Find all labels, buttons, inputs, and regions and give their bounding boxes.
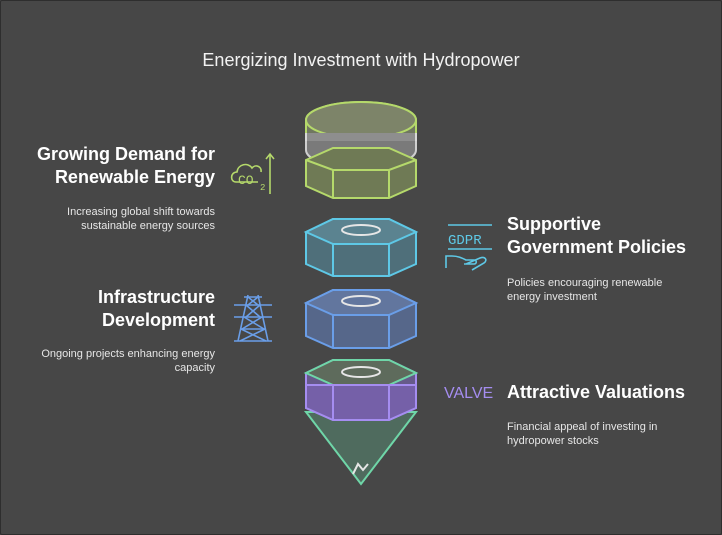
heading-line: Attractive Valuations [507,382,686,402]
desc-line: Increasing global shift towards [67,206,215,218]
desc-line: Ongoing projects enhancing energy [41,348,215,360]
top-cylinder-stack [305,101,417,199]
item-infrastructure-desc: Ongoing projects enhancing energy capaci… [41,347,215,375]
svg-text:CO: CO [238,173,254,188]
svg-text:2: 2 [260,183,265,193]
segment-hex-cyan [303,218,419,277]
valve-icon: VALVE [444,385,493,402]
diagram-title: Energizing Investment with Hydropower [202,50,520,70]
heading-line: Infrastructure [97,287,215,307]
power-tower-icon [234,294,272,342]
item-government-policies-heading: Supportive Government Policies [507,213,686,259]
desc-line: sustainable energy sources [81,220,215,232]
item-infrastructure-heading: Infrastructure Development [98,286,215,332]
segment-hex-purple [303,359,419,421]
desc-line: energy investment [507,291,597,303]
gdpr-icon-text: GDPR [448,233,482,249]
desc-line: capacity [174,362,215,374]
item-government-policies-desc: Policies encouraging renewable energy in… [507,276,662,304]
heading-line: Growing Demand for [36,144,215,164]
desc-line: Financial appeal of investing in [507,421,658,433]
heading-line: Renewable Energy [54,167,215,187]
segment-hex-blue [303,289,419,349]
desc-line: hydropower stocks [507,435,599,447]
co2-icon: CO 2 [230,152,275,194]
item-valuations-desc: Financial appeal of investing in hydropo… [507,420,657,448]
item-growing-demand-desc: Increasing global shift towards sustaina… [67,205,215,233]
item-growing-demand-heading: Growing Demand for Renewable Energy [37,143,215,189]
cone-tip [303,411,419,486]
heading-line: Development [101,310,215,330]
desc-line: Policies encouraging renewable [507,277,663,289]
heading-line: Supportive [507,214,602,234]
item-valuations-heading: Attractive Valuations [507,381,685,404]
gdpr-hand-icon: GDPR [445,224,492,271]
heading-line: Government Policies [507,237,687,257]
valve-icon-text: VALVE [444,385,493,402]
